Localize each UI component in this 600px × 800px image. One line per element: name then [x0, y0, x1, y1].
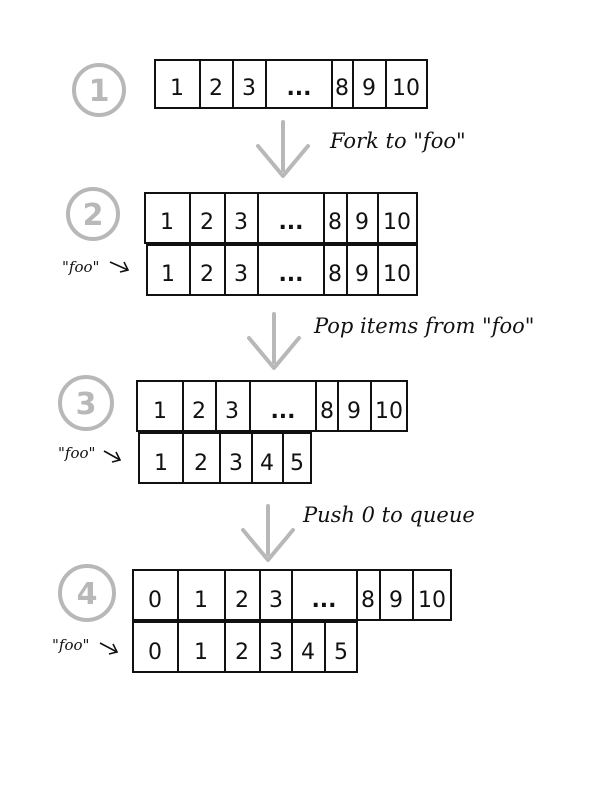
queue-cell: 3: [234, 210, 248, 235]
step-3-number: 3: [76, 387, 97, 422]
queue-cell: 10: [375, 399, 403, 424]
step-1-main-queue: 1 2 3 ... 8 9 10: [154, 59, 428, 109]
step-2-foo-queue: "foo" 1 2 3 ... 8 9 10: [62, 244, 418, 296]
step-2-caption: Pop items from "foo": [313, 314, 534, 338]
step-4-main-queue: 0 1 2 3 ... 8 9 10: [132, 569, 452, 621]
queue-cell: 10: [383, 262, 411, 287]
step-4-circle: [58, 564, 116, 622]
queue-cell: 3: [242, 76, 256, 101]
queue-cell: 2: [209, 76, 223, 101]
queue-cell: 8: [328, 210, 342, 235]
queue-cell: 4: [301, 640, 315, 665]
queue-cell-ellipsis: ...: [311, 588, 336, 613]
queue-cell: 8: [320, 399, 334, 424]
step-3: 3 1 2 3 ... 8 9 10 "foo": [58, 375, 475, 562]
queue-cell: 1: [160, 210, 174, 235]
step-3-caption: Push 0 to queue: [302, 503, 475, 527]
queue-cell: 9: [355, 262, 369, 287]
queue-cell: 10: [392, 76, 420, 101]
step-3-circle: [58, 375, 114, 431]
foo-label: "foo": [52, 636, 89, 654]
step-1-circle: [72, 63, 126, 117]
queue-cell: 0: [148, 588, 162, 613]
step-4-foo-queue: "foo" 0 1 2 3 4 5: [52, 621, 358, 673]
queue-cell: 2: [194, 451, 208, 476]
step-3-foo-queue: "foo" 1 2 3 4 5: [58, 432, 312, 484]
queue-cell-ellipsis: ...: [278, 262, 303, 287]
queue-cell: 1: [170, 76, 184, 101]
queue-cell: 3: [269, 640, 283, 665]
step-1-number: 1: [89, 74, 110, 109]
queue-cell: 2: [192, 399, 206, 424]
queue-cell: 2: [200, 262, 214, 287]
queue-cell: 2: [235, 588, 249, 613]
queue-cell: 0: [148, 640, 162, 665]
queue-cell: 9: [389, 588, 403, 613]
queue-cell: 3: [234, 262, 248, 287]
pointer-arrow-icon: [99, 642, 119, 655]
step-1: 1 1 2 3 ... 8 9 10 Fork to "foo": [72, 59, 466, 178]
queue-cell: 3: [225, 399, 239, 424]
queue-cell: 8: [328, 262, 342, 287]
step-4: 4 0 1 2 3 ... 8 9 10 "foo": [52, 564, 452, 673]
foo-label: "foo": [58, 444, 95, 462]
step-2-main-queue: 1 2 3 ... 8 9 10: [144, 192, 418, 244]
queue-cell: 9: [362, 76, 376, 101]
queue-cell: 2: [235, 640, 249, 665]
queue-cell-ellipsis: ...: [278, 210, 303, 235]
pointer-arrow-icon: [109, 261, 130, 273]
step-3-main-queue: 1 2 3 ... 8 9 10: [136, 380, 408, 432]
step-1-caption: Fork to "foo": [329, 129, 466, 153]
queue-cell-ellipsis: ...: [270, 399, 295, 424]
queue-cell: 10: [418, 588, 446, 613]
step-2-circle: [66, 187, 120, 241]
down-arrow-icon: [241, 504, 295, 562]
queue-cell: 10: [383, 210, 411, 235]
queue-cell: 1: [154, 451, 168, 476]
down-arrow-icon: [256, 120, 310, 178]
queue-cell: 4: [260, 451, 274, 476]
queue-cell: 8: [335, 76, 349, 101]
step-4-number: 4: [77, 577, 98, 612]
queue-cell: 5: [290, 451, 304, 476]
step-2: 2 1 2 3 ... 8 9 10 "foo": [62, 187, 534, 370]
queue-cell: 1: [161, 262, 175, 287]
queue-cell: 1: [194, 588, 208, 613]
queue-cell: 9: [355, 210, 369, 235]
queue-cell: 3: [229, 451, 243, 476]
foo-label: "foo": [62, 258, 99, 276]
queue-cell: 8: [361, 588, 375, 613]
down-arrow-icon: [247, 312, 301, 370]
queue-cell: 1: [153, 399, 167, 424]
queue-cell: 3: [269, 588, 283, 613]
queue-cell: 2: [200, 210, 214, 235]
queue-cell: 5: [334, 640, 348, 665]
queue-cell: 1: [194, 640, 208, 665]
queue-cell: 9: [347, 399, 361, 424]
pointer-arrow-icon: [103, 450, 122, 463]
queue-cell-ellipsis: ...: [286, 76, 311, 101]
step-2-number: 2: [83, 198, 104, 233]
